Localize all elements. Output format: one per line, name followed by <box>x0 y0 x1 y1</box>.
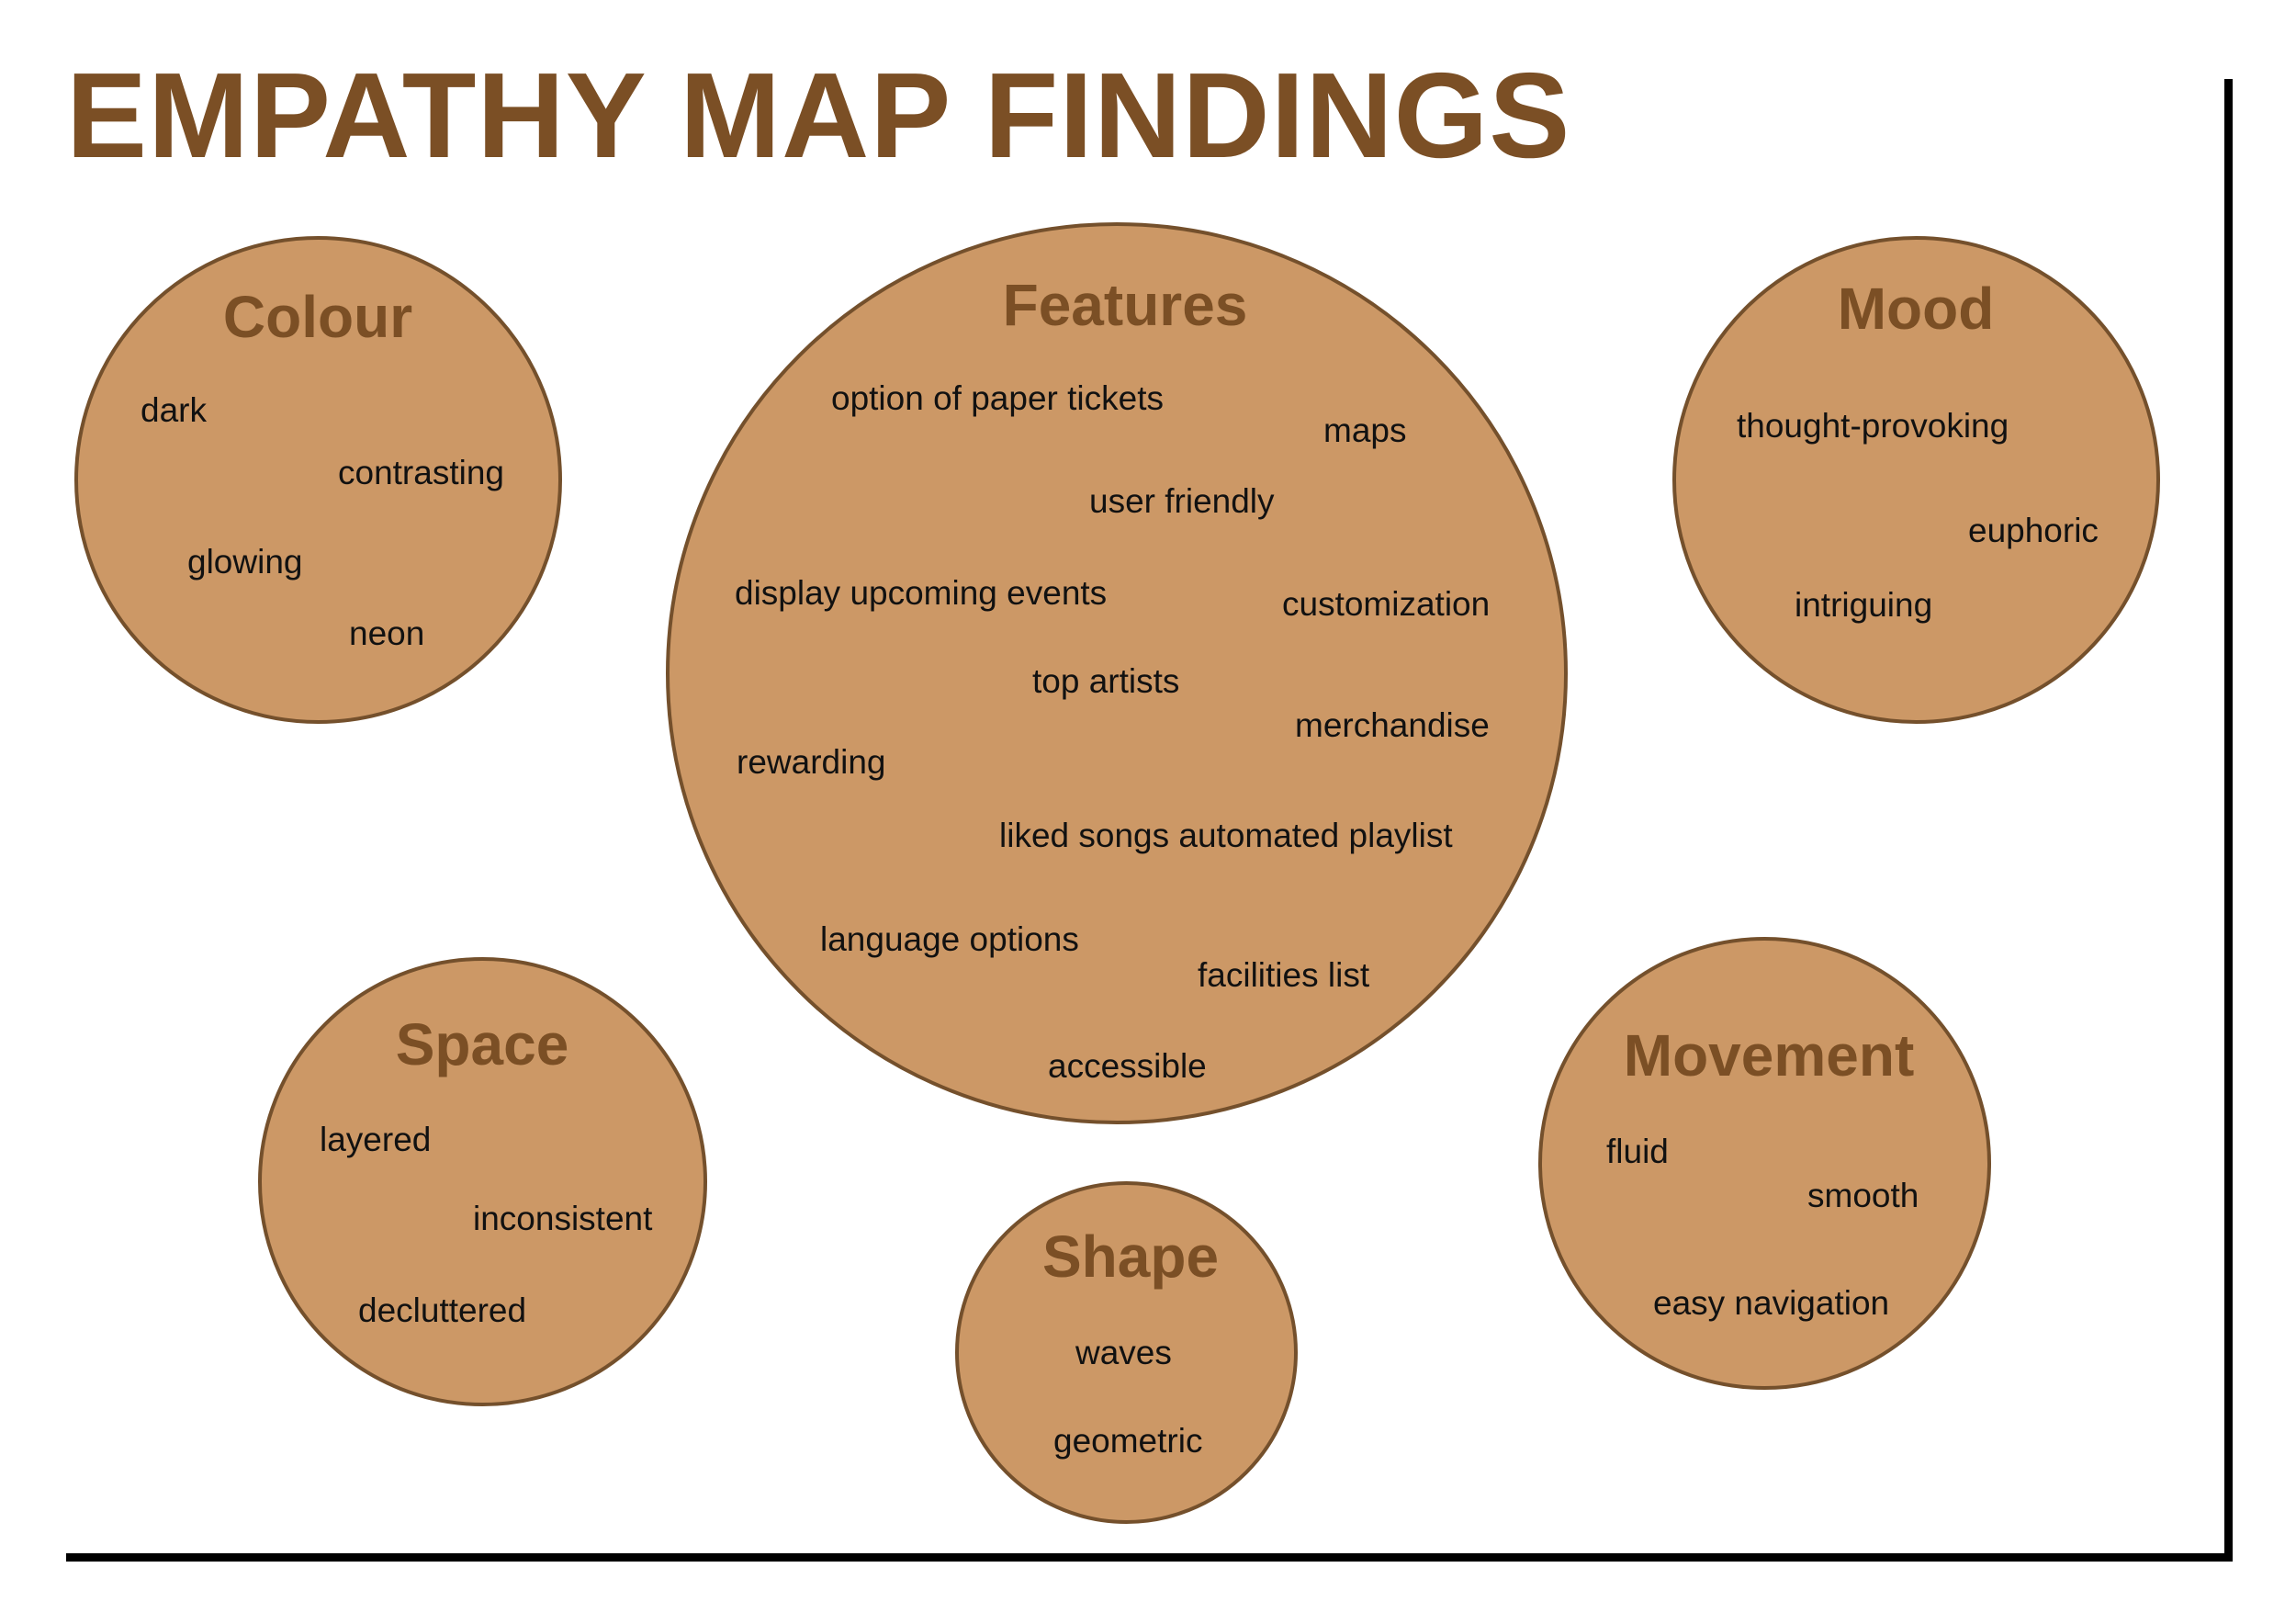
bubble-item: fluid <box>1606 1133 1669 1170</box>
bubble-item: decluttered <box>358 1291 527 1329</box>
bubble-heading-colour: Colour <box>222 284 413 350</box>
bubble-colour <box>74 236 562 724</box>
bubble-item: accessible <box>1048 1047 1207 1085</box>
bubble-item: facilities list <box>1198 956 1370 994</box>
bubble-item: geometric <box>1053 1422 1203 1460</box>
bubble-item: easy navigation <box>1653 1284 1890 1322</box>
bubble-item: intriguing <box>1795 586 1933 624</box>
bubble-heading-mood: Mood <box>1837 276 1995 342</box>
bubble-item: top artists <box>1032 662 1180 700</box>
bubble-heading-shape: Shape <box>1041 1224 1220 1290</box>
bubble-item: waves <box>1075 1334 1172 1371</box>
bubble-item: layered <box>320 1121 432 1158</box>
bubble-item: rewarding <box>737 743 886 781</box>
bubble-item: smooth <box>1807 1177 1919 1214</box>
bubble-item: liked songs automated playlist <box>999 817 1453 854</box>
page-title: EMPATHY MAP FINDINGS <box>66 48 1571 183</box>
frame-border-right <box>2224 79 2233 1561</box>
bubble-heading-features: Features <box>1002 272 1248 338</box>
bubble-item: merchandise <box>1295 706 1490 744</box>
bubble-item: language options <box>820 920 1079 958</box>
bubble-item: glowing <box>187 543 303 581</box>
bubble-item: user friendly <box>1089 482 1275 520</box>
bubble-item: neon <box>349 615 425 652</box>
bubble-item: display upcoming events <box>735 574 1108 612</box>
bubble-heading-space: Space <box>395 1011 569 1077</box>
bubble-heading-movement: Movement <box>1623 1022 1915 1088</box>
bubble-item: option of paper tickets <box>831 379 1164 417</box>
bubble-features <box>666 222 1568 1124</box>
bubble-mood <box>1672 236 2160 724</box>
frame-border-bottom <box>66 1553 2233 1562</box>
bubble-item: euphoric <box>1968 512 2099 549</box>
bubble-item: contrasting <box>338 454 504 491</box>
bubble-item: thought-provoking <box>1737 407 2009 445</box>
bubble-item: inconsistent <box>473 1200 653 1237</box>
bubble-space <box>258 957 707 1406</box>
bubble-item: customization <box>1282 585 1491 623</box>
bubble-item: dark <box>141 391 207 429</box>
bubble-shape <box>955 1181 1298 1524</box>
bubble-item: maps <box>1323 412 1407 449</box>
bubble-movement <box>1538 937 1991 1390</box>
